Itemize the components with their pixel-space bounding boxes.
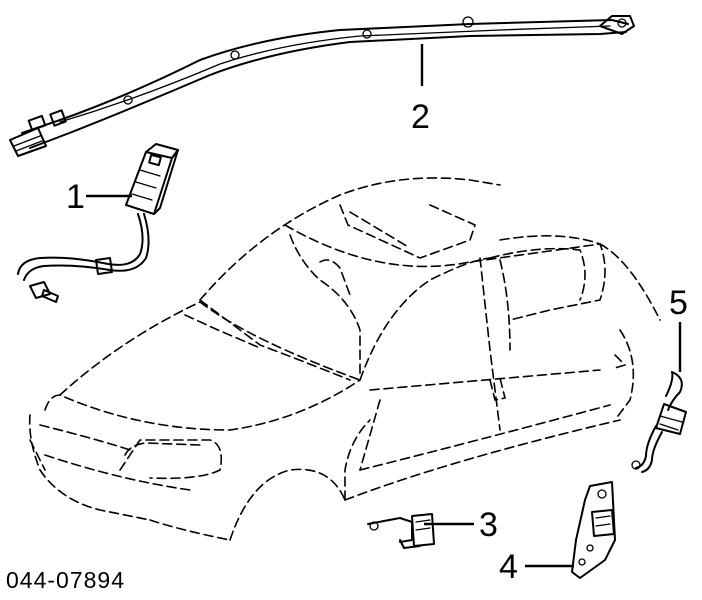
center-airbag-sensor [571, 481, 616, 579]
callout-3: 3 [479, 506, 498, 544]
curtain-airbag [9, 15, 635, 157]
callout-2: 2 [411, 98, 430, 136]
vehicle-body-outline [28, 177, 661, 541]
rear-side-sensor [631, 371, 687, 473]
airbag-sensor-module [17, 143, 179, 303]
side-impact-sensor [367, 513, 435, 549]
diagram-code: 044-07894 [6, 567, 125, 593]
callout-5: 5 [669, 284, 688, 322]
callout-1: 1 [66, 178, 85, 216]
callout-4: 4 [499, 548, 518, 586]
